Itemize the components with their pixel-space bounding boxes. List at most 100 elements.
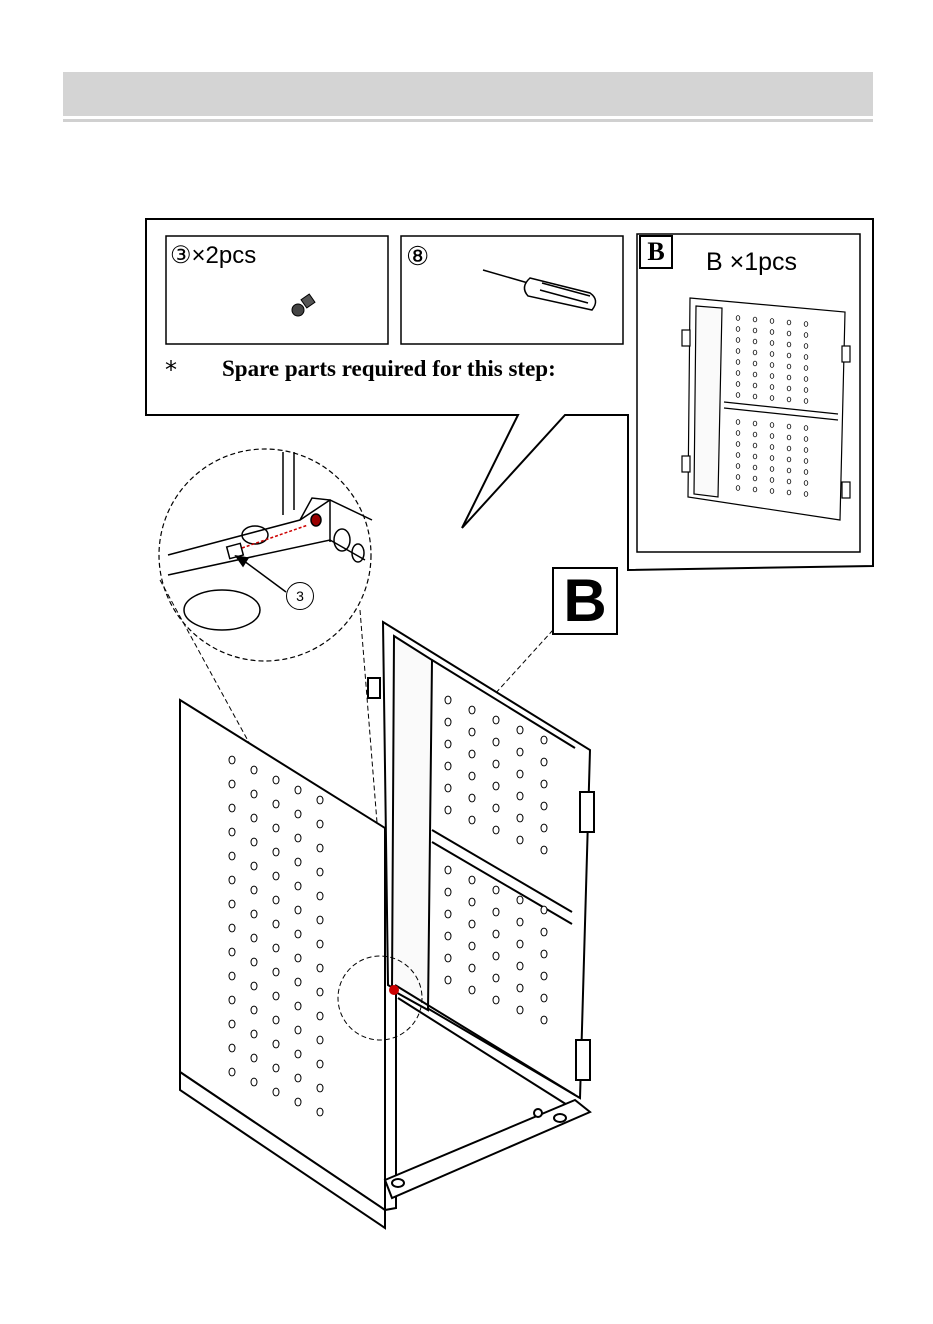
perforation-hole xyxy=(229,924,235,932)
perforation-hole xyxy=(517,984,523,992)
perforation-hole xyxy=(493,782,499,790)
perforation-hole xyxy=(787,424,791,429)
perforation-hole xyxy=(804,388,808,393)
perforation-hole xyxy=(229,900,235,908)
perforation-hole xyxy=(493,996,499,1004)
perforation-hole xyxy=(753,317,757,322)
perforation-hole xyxy=(804,459,808,464)
perforation-hole xyxy=(229,948,235,956)
perforation-hole xyxy=(736,338,740,343)
spare-marker: * xyxy=(165,356,177,384)
perforation-hole xyxy=(770,363,774,368)
perforation-hole xyxy=(770,423,774,428)
perforation-hole xyxy=(787,490,791,495)
perforation-hole xyxy=(273,1088,279,1096)
side-panel xyxy=(180,700,396,1228)
perforation-hole xyxy=(736,420,740,425)
perforation-hole xyxy=(295,858,301,866)
perforation-hole xyxy=(736,442,740,447)
perforation-hole xyxy=(469,964,475,972)
perforation-hole xyxy=(541,824,547,832)
perforation-hole xyxy=(251,814,257,822)
perforation-hole xyxy=(295,906,301,914)
perforation-hole xyxy=(736,382,740,387)
perforation-hole xyxy=(753,432,757,437)
perforation-hole xyxy=(251,1006,257,1014)
perforation-hole xyxy=(493,952,499,960)
perforation-hole xyxy=(787,386,791,391)
perforation-hole xyxy=(445,718,451,726)
perforation-hole xyxy=(251,982,257,990)
perforation-hole xyxy=(317,1012,323,1020)
perforation-hole xyxy=(753,328,757,333)
perforation-hole xyxy=(770,352,774,357)
perforation-hole xyxy=(273,800,279,808)
perforation-hole xyxy=(804,437,808,442)
perforation-hole xyxy=(295,810,301,818)
perforation-hole xyxy=(493,826,499,834)
perforation-hole xyxy=(787,364,791,369)
screw-callout: 3 xyxy=(286,582,314,610)
perforation-hole xyxy=(229,804,235,812)
perforation-hole xyxy=(541,1016,547,1024)
perforation-hole xyxy=(317,796,323,804)
perforation-hole xyxy=(229,1020,235,1028)
perforation-hole xyxy=(736,349,740,354)
perforation-hole xyxy=(787,353,791,358)
perforation-hole xyxy=(787,375,791,380)
perforation-hole xyxy=(753,454,757,459)
perforation-hole xyxy=(770,478,774,483)
perforation-hole xyxy=(445,696,451,704)
perforation-hole xyxy=(787,397,791,402)
perforation-hole xyxy=(517,748,523,756)
perforation-hole xyxy=(229,972,235,980)
perforation-hole xyxy=(469,920,475,928)
perforation-hole xyxy=(770,445,774,450)
perforation-hole xyxy=(229,828,235,836)
perforation-hole xyxy=(517,940,523,948)
perforation-hole xyxy=(541,802,547,810)
perforation-hole xyxy=(469,986,475,994)
perforation-hole xyxy=(273,872,279,880)
perforation-hole xyxy=(273,968,279,976)
perforation-hole xyxy=(493,804,499,812)
perforation-hole xyxy=(251,958,257,966)
perforation-hole xyxy=(445,866,451,874)
back-frame xyxy=(368,622,594,1108)
perforation-hole xyxy=(445,932,451,940)
panel-quantity: B ×1pcs xyxy=(706,250,797,275)
perforation-hole xyxy=(753,476,757,481)
perforation-hole xyxy=(787,320,791,325)
perforation-hole xyxy=(493,738,499,746)
perforation-hole xyxy=(770,330,774,335)
perforation-hole xyxy=(229,852,235,860)
perforation-hole xyxy=(493,760,499,768)
perforation-hole xyxy=(317,1084,323,1092)
perforation-hole xyxy=(445,976,451,984)
perforation-hole xyxy=(770,396,774,401)
perforation-hole xyxy=(273,776,279,784)
perforation-hole xyxy=(317,820,323,828)
perforation-hole xyxy=(804,448,808,453)
perforation-hole xyxy=(804,399,808,404)
perforation-hole xyxy=(469,794,475,802)
perforation-hole xyxy=(736,360,740,365)
perforation-hole xyxy=(753,465,757,470)
perforation-hole xyxy=(493,930,499,938)
perforation-hole xyxy=(517,896,523,904)
tool-number: ⑧ xyxy=(406,243,429,269)
perforation-hole xyxy=(317,988,323,996)
perforation-hole xyxy=(804,366,808,371)
perforation-hole xyxy=(770,434,774,439)
perforation-hole xyxy=(770,341,774,346)
perforation-hole xyxy=(517,770,523,778)
perforation-hole xyxy=(295,978,301,986)
perforation-hole xyxy=(493,974,499,982)
perforation-hole xyxy=(804,426,808,431)
perforation-hole xyxy=(317,1108,323,1116)
perforation-hole xyxy=(753,383,757,388)
perforation-hole xyxy=(493,908,499,916)
perforation-hole xyxy=(736,453,740,458)
perforation-hole xyxy=(317,964,323,972)
perforation-hole xyxy=(295,1026,301,1034)
